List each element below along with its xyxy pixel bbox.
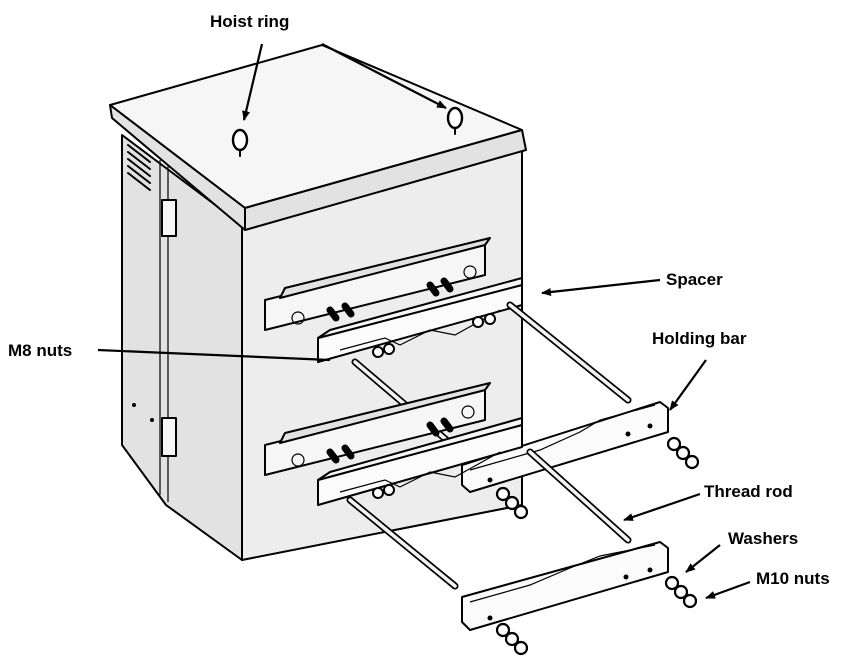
- hoist-ring-left-icon: [231, 128, 249, 157]
- hoist-ring-right-icon: [446, 106, 464, 135]
- bottom-washer-nut-stack: [495, 622, 529, 656]
- door-hinge-lower: [161, 417, 177, 457]
- m10-nuts-arrow: [705, 580, 751, 600]
- spacer-arrow: [541, 278, 661, 296]
- door-hinge-upper: [161, 199, 177, 237]
- upper-mounting-rail: [264, 237, 491, 331]
- lower-spacer: [317, 417, 523, 506]
- upper-holding-bar: [461, 401, 669, 493]
- screw-dot: [132, 403, 136, 407]
- m8-nut-group-lower: [372, 484, 395, 499]
- label-holding-bar: Holding bar: [652, 329, 747, 348]
- lower-holding-bar: [461, 541, 669, 631]
- m8-nut-group-upper: [372, 313, 496, 358]
- label-m8-nuts: M8 nuts: [8, 341, 72, 360]
- lower-thread-rods: [346, 448, 632, 590]
- middle-washer-nut-stack: [495, 486, 529, 520]
- upper-spacer: [317, 277, 523, 363]
- label-washers: Washers: [728, 529, 798, 548]
- washers-arrow: [685, 544, 721, 573]
- cabinet-roof-side-edge: [109, 104, 246, 231]
- label-spacer: Spacer: [666, 270, 723, 289]
- callout-arrows: [97, 43, 751, 600]
- lower-washer-nut-stack: [664, 575, 698, 609]
- label-thread-rod: Thread rod: [704, 482, 793, 501]
- vent-louvers: [127, 144, 151, 191]
- m8-nuts-pointer: [97, 348, 331, 362]
- upper-washer-nut-stack: [666, 436, 700, 470]
- thread-rod-arrow: [623, 492, 701, 522]
- label-m10-nuts: M10 nuts: [756, 569, 830, 588]
- hoist-ring-arrow-right: [321, 43, 447, 109]
- lower-mounting-rail: [264, 382, 491, 476]
- screw-dot: [150, 418, 154, 422]
- holding-bar-arrow: [669, 359, 707, 411]
- hoist-ring-arrow-left: [242, 43, 264, 121]
- label-hoist-ring: Hoist ring: [210, 12, 289, 31]
